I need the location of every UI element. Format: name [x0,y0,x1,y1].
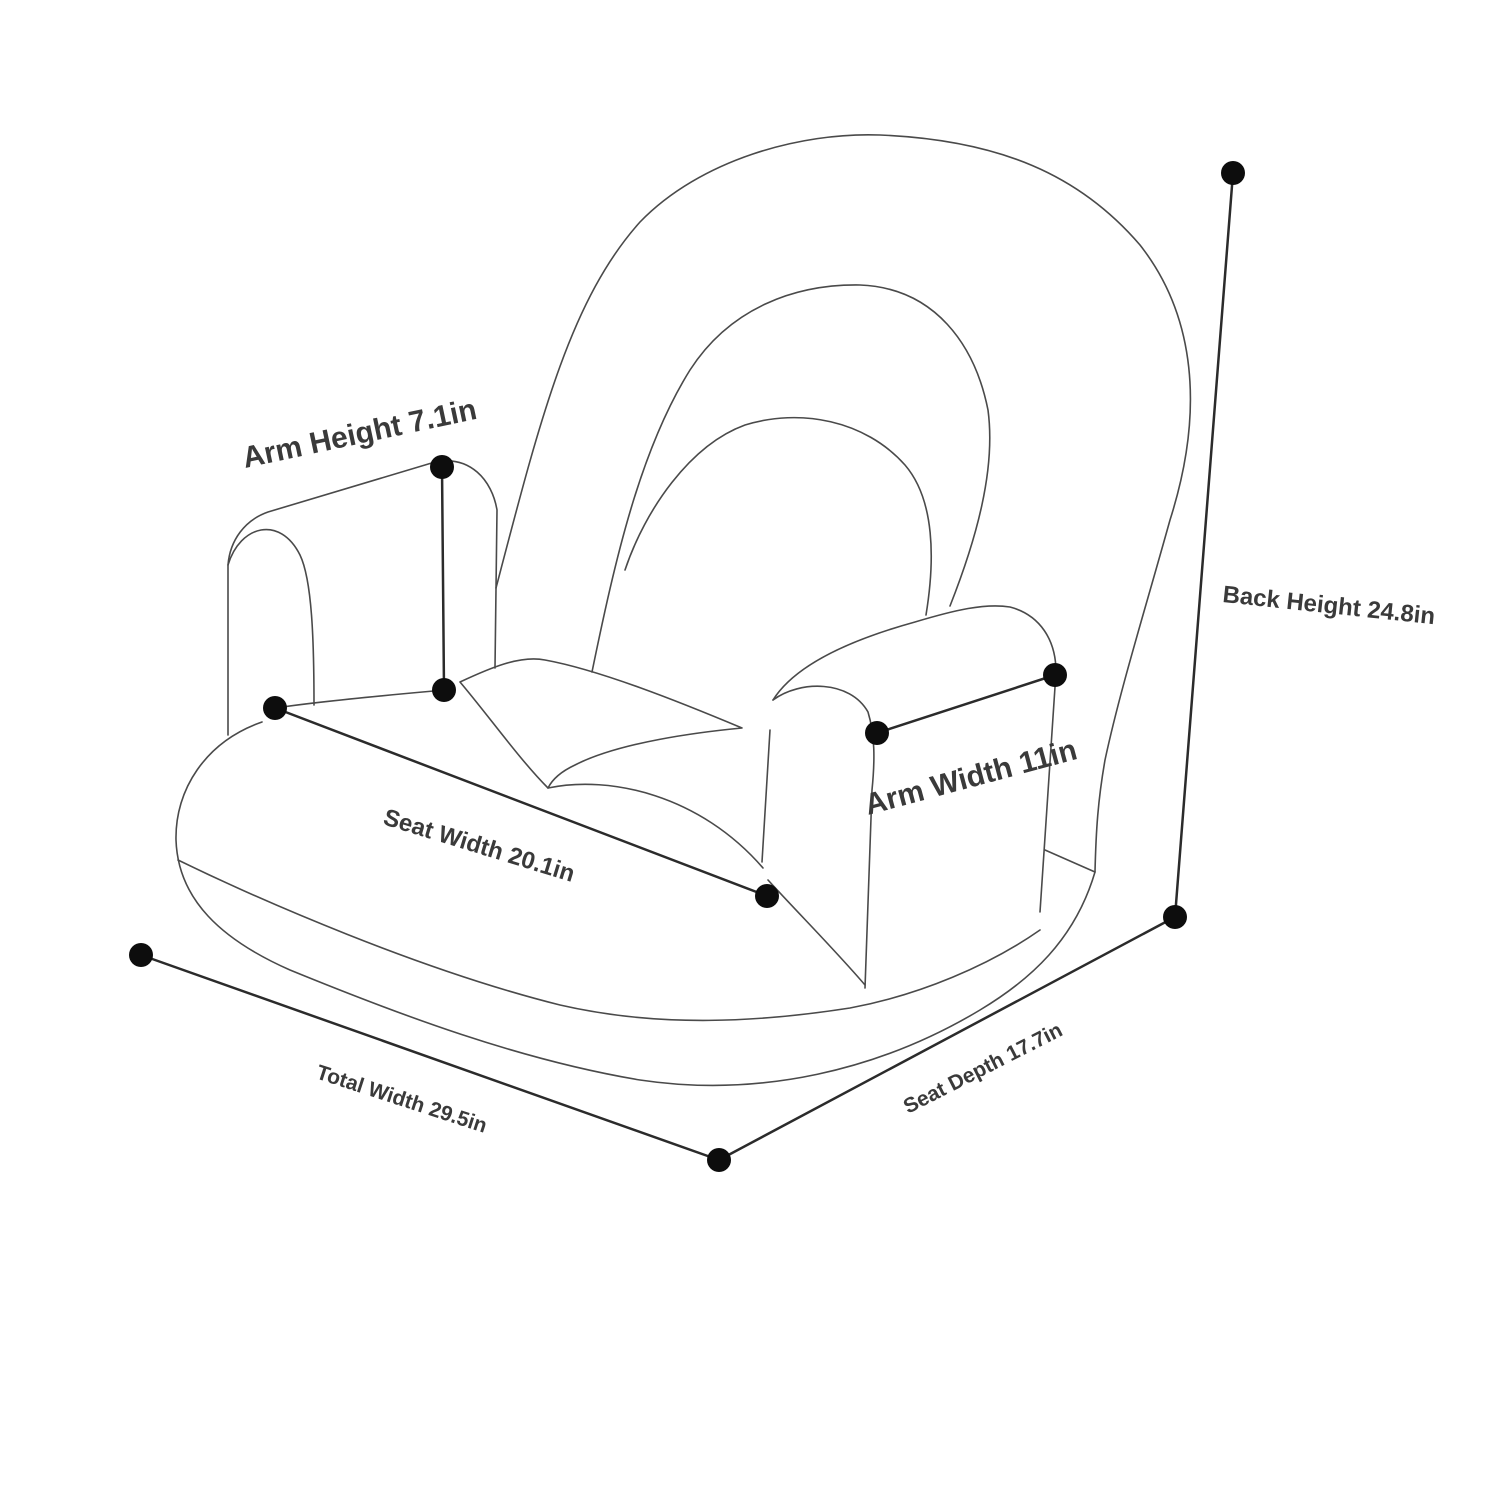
arm-width-line [875,673,1057,735]
backrest-inner [624,416,932,616]
back-height-bottom-dot [1163,905,1187,929]
arm-height-line [440,465,446,692]
dimension-lines [139,171,1235,1162]
base-front-fold [767,879,866,986]
right-armrest-top [772,605,1057,913]
back-height-line [1173,171,1235,919]
seat-width-right-dot [755,884,779,908]
left-armrest-top [227,460,498,669]
left-armrest-front [227,528,315,736]
total-width-left-dot [129,943,153,967]
right-armrest-side [761,729,771,863]
backrest-outer [495,133,1192,873]
arm-width-left-dot [865,721,889,745]
total-width-label: Total Width 29.5in [313,1061,489,1138]
seat-depth-label: Seat Depth 17.7in [900,1018,1066,1118]
dimension-dots [129,161,1245,1172]
seat-width-left-dot [263,696,287,720]
seat-fold [547,783,764,869]
seat-width-line [273,706,769,898]
bottom-corner-dot [707,1148,731,1172]
right-armrest-front [772,685,875,989]
seat-depth-line [717,915,1177,1162]
seat-edge [274,689,446,709]
back-height-top-dot [1221,161,1245,185]
seat-width-label: Seat Width 20.1in [380,804,578,888]
base-cushion [175,721,1096,1087]
back-height-label: Back Height 24.8in [1221,581,1436,630]
arm-height-top-dot [430,455,454,479]
total-width-line [139,953,721,1162]
arm-width-right-dot [1043,663,1067,687]
arm-height-bottom-dot [432,678,456,702]
base-cushion-seam [177,859,1041,1022]
chair-outline [175,133,1192,1087]
seat-cushion [459,658,743,789]
backrest-middle [591,284,991,673]
dimension-labels: Arm Height 7.1in Arm Width 11in Seat Wid… [240,393,1437,1138]
